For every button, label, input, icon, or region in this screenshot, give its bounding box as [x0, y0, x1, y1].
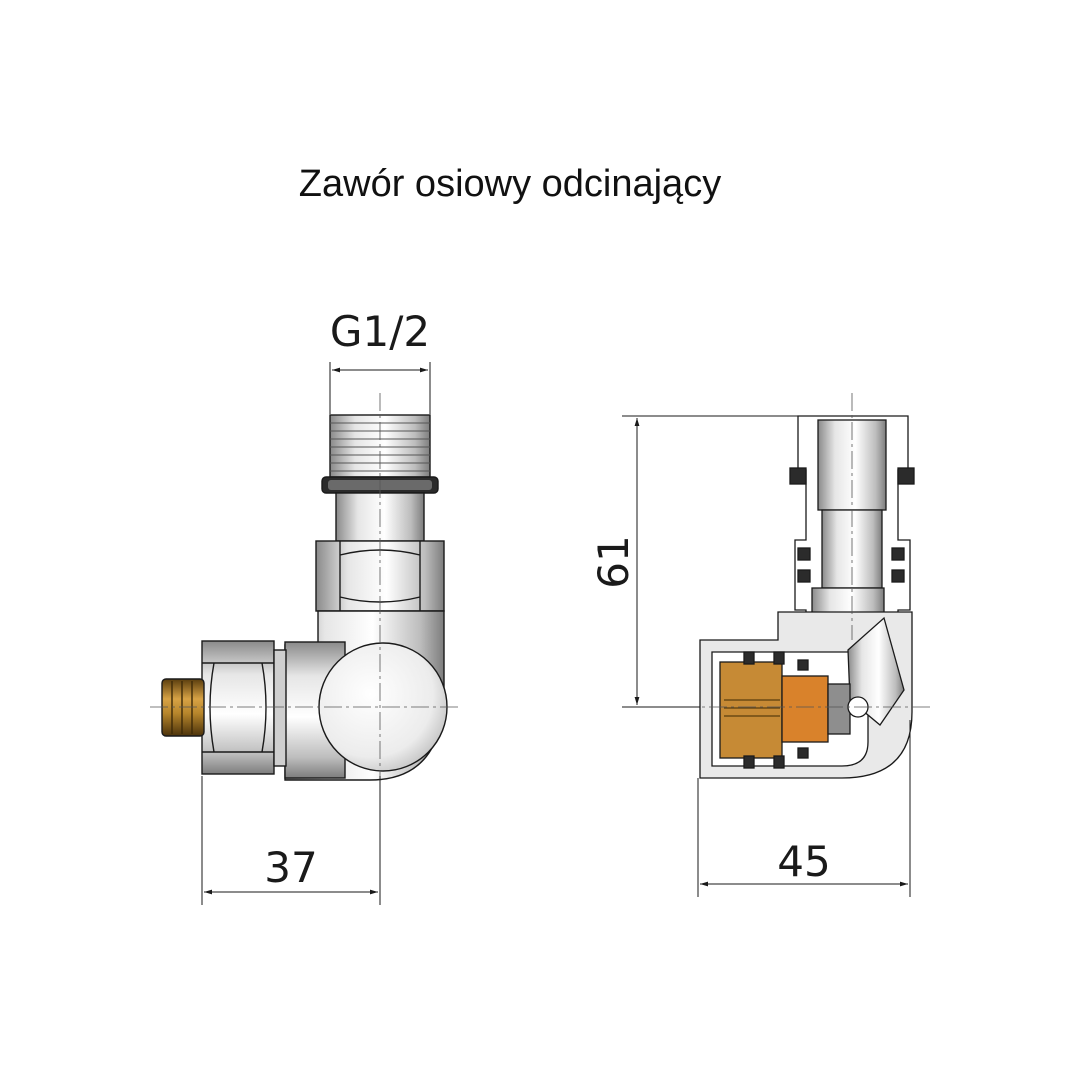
hex-nut-left [201, 640, 287, 775]
dimension-width-left-label: 37 [264, 843, 317, 892]
dimension-width-right-label: 45 [777, 837, 830, 886]
dimension-width-right [697, 720, 911, 897]
left-view-valve [161, 414, 448, 781]
dimension-thread-label: G1/2 [330, 307, 430, 356]
diagram-title: Zawór osiowy odcinający [298, 163, 722, 205]
dimension-height-right [622, 415, 800, 708]
valve-insert [719, 651, 869, 769]
right-view-section [699, 415, 915, 779]
center-lines-left [150, 393, 458, 905]
dimension-thread [329, 362, 431, 414]
dimension-width-left [201, 776, 381, 905]
dimension-height-right-label: 61 [589, 535, 638, 588]
brass-spindle [161, 678, 205, 737]
